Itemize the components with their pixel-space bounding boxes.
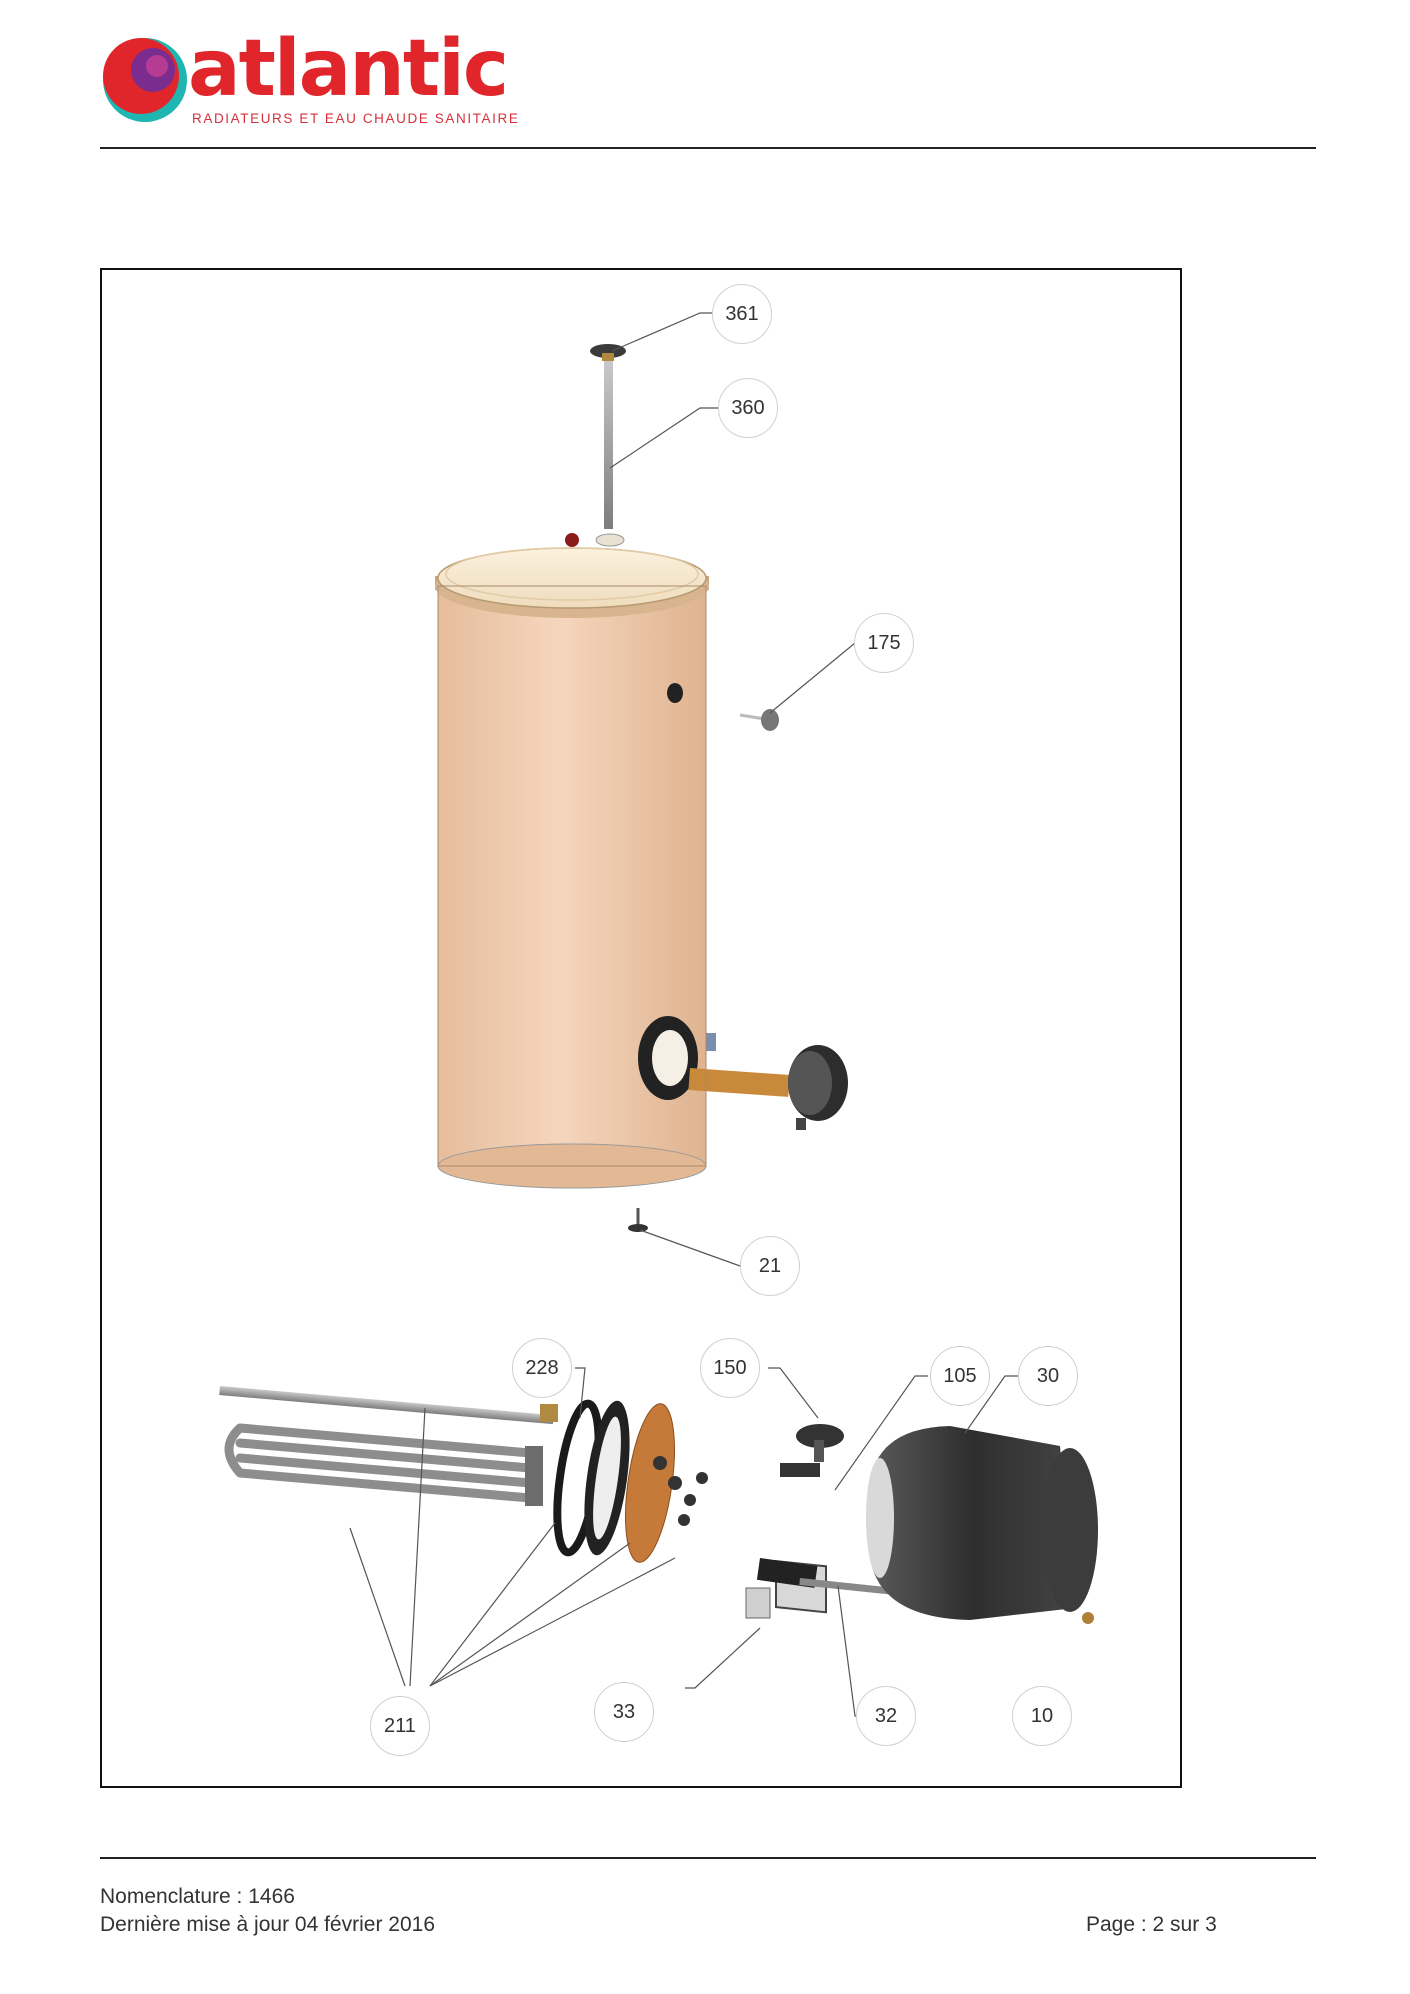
- tank-heating-element: [638, 1016, 848, 1130]
- exploded-view-diagram: [219, 312, 1098, 1717]
- callout-10: 10: [1012, 1686, 1072, 1746]
- callout-30: 30: [1018, 1346, 1078, 1406]
- footer-page-number: Page : 2 sur 3: [1086, 1913, 1217, 1936]
- part-361-cap: [590, 344, 626, 361]
- footer-last-updated: Dernière mise à jour 04 février 2016: [100, 1913, 435, 1936]
- callout-32: 32: [856, 1686, 916, 1746]
- part-30-cover: [866, 1426, 1098, 1624]
- callout-360: 360: [718, 378, 778, 438]
- flange-plate: [625, 1403, 708, 1563]
- part-150-knob: [796, 1424, 844, 1462]
- part-211-elements: [219, 1386, 558, 1506]
- header-divider: [100, 147, 1316, 149]
- part-360-tube: [604, 361, 613, 529]
- footer-nomenclature: Nomenclature : 1466: [100, 1885, 295, 1908]
- callout-105: 105: [930, 1346, 990, 1406]
- callout-228: 228: [512, 1338, 572, 1398]
- callout-175: 175: [854, 613, 914, 673]
- callout-33: 33: [594, 1682, 654, 1742]
- callout-21: 21: [740, 1236, 800, 1296]
- footer-divider: [100, 1857, 1316, 1859]
- callout-150: 150: [700, 1338, 760, 1398]
- brand-name: atlantic: [188, 24, 509, 114]
- part-32-rod: [799, 1578, 890, 1595]
- atlantic-logo-icon: [103, 38, 187, 122]
- callout-361: 361: [712, 284, 772, 344]
- callout-211: 211: [370, 1696, 430, 1756]
- part-175-thermometer: [739, 709, 779, 731]
- brand-tagline: RADIATEURS ET EAU CHAUDE SANITAIRE: [192, 111, 520, 126]
- part-228-gasket: [553, 1399, 630, 1557]
- part-105-thermostat: [775, 1463, 827, 1614]
- logo-center: [146, 55, 168, 77]
- part-21-foot: [628, 1208, 648, 1232]
- diagram-frame: [100, 268, 1182, 1788]
- tank-outline: [437, 585, 707, 1167]
